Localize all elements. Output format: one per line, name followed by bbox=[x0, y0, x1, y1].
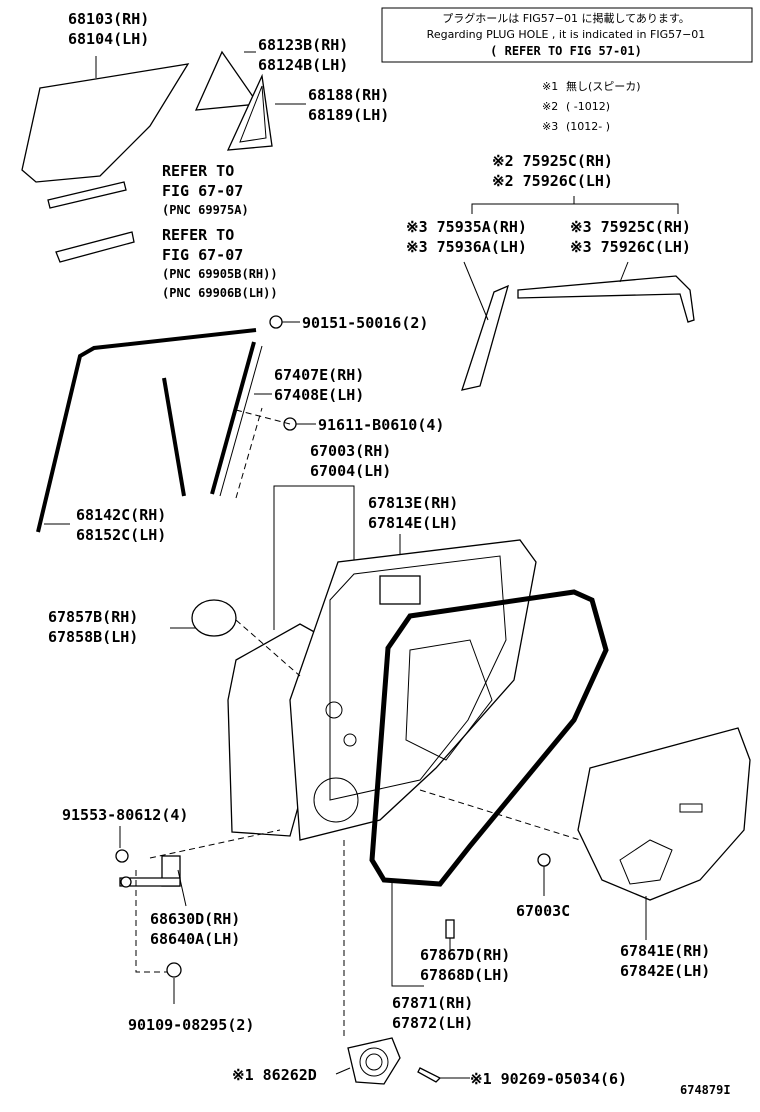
ref1-line3: (PNC 69975A) bbox=[162, 203, 249, 217]
label-67871-lh: 67872(LH) bbox=[392, 1014, 473, 1032]
label-91611: 91611-B0610(4) bbox=[318, 416, 444, 434]
label-67857-lh: 67858B(LH) bbox=[48, 628, 138, 646]
hole-cover bbox=[170, 599, 237, 637]
footnote-1-text: 無し(スピーカ) bbox=[566, 79, 641, 93]
label-91553: 91553-80612(4) bbox=[62, 806, 188, 824]
bolt-icon bbox=[166, 962, 182, 978]
footnote-3-text: (1012- ) bbox=[566, 120, 610, 133]
belt-moulding-inner bbox=[55, 231, 135, 263]
footnote-3-mark: ※3 bbox=[542, 120, 558, 133]
ref2-line3: (PNC 69905B(RH)) bbox=[162, 267, 278, 281]
door-glass-run bbox=[36, 328, 257, 533]
ref2-line2: FIG 67-07 bbox=[162, 246, 243, 264]
plug-hole-notice: プラグホールは FIG57−01 に掲載してあります。 Regarding PL… bbox=[381, 7, 753, 63]
division-bar bbox=[210, 315, 300, 497]
label-67813-rh: 67813E(RH) bbox=[368, 494, 458, 512]
label-75925b-lh: ※3 75926C(LH) bbox=[570, 238, 691, 256]
label-68123-rh: 68123B(RH) bbox=[258, 36, 348, 54]
clip-67003c bbox=[537, 853, 551, 896]
belt-moulding-outer bbox=[47, 181, 127, 209]
cover-sheet bbox=[379, 575, 421, 605]
label-90109: 90109-08295(2) bbox=[128, 1016, 254, 1034]
notice-jp: プラグホールは FIG57−01 に掲載してあります。 bbox=[442, 11, 690, 25]
ref2-line4: (PNC 69906B(LH)) bbox=[162, 286, 278, 300]
label-67407-lh: 67408E(LH) bbox=[274, 386, 364, 404]
label-67813-lh: 67814E(LH) bbox=[368, 514, 458, 532]
label-68630-lh: 68640A(LH) bbox=[150, 930, 240, 948]
label-67867-rh: 67867D(RH) bbox=[420, 946, 510, 964]
notice-en: Regarding PLUG HOLE , it is indicated in… bbox=[427, 28, 706, 41]
label-75925a-rh: ※2 75925C(RH) bbox=[492, 152, 613, 170]
label-67857-rh: 67857B(RH) bbox=[48, 608, 138, 626]
clip-67867 bbox=[445, 919, 455, 952]
label-68123-lh: 68124B(LH) bbox=[258, 56, 348, 74]
label-68188-rh: 68188(RH) bbox=[308, 86, 389, 104]
check-bolt bbox=[166, 962, 182, 1004]
label-68630-rh: 68630D(RH) bbox=[150, 910, 240, 928]
label-67841-lh: 67842E(LH) bbox=[620, 962, 710, 980]
label-75925a-lh: ※2 75926C(LH) bbox=[492, 172, 613, 190]
ref2-line1: REFER TO bbox=[162, 226, 234, 244]
label-67407-rh: 67407E(RH) bbox=[274, 366, 364, 384]
label-67871-rh: 67871(RH) bbox=[392, 994, 473, 1012]
label-86262: ※1 86262D bbox=[232, 1066, 317, 1084]
door-glass bbox=[21, 56, 190, 183]
footnote-2-text: ( -1012) bbox=[566, 100, 610, 113]
door-inner-panel bbox=[289, 539, 537, 841]
door-trim-board bbox=[577, 727, 751, 940]
screw-icon bbox=[417, 1067, 442, 1083]
label-68142-rh: 68142C(RH) bbox=[76, 506, 166, 524]
pillar-garnish bbox=[461, 261, 509, 391]
label-67841-rh: 67841E(RH) bbox=[620, 942, 710, 960]
label-67003c: 67003C bbox=[516, 902, 570, 920]
notice-refer: ( REFER TO FIG 57-01) bbox=[490, 44, 642, 58]
bolt-icon bbox=[115, 849, 129, 863]
label-67867-lh: 67868D(LH) bbox=[420, 966, 510, 984]
footnote-2-mark: ※2 bbox=[542, 100, 558, 113]
footnote-1-mark: ※1 bbox=[542, 80, 558, 93]
label-68188-lh: 68189(LH) bbox=[308, 106, 389, 124]
ref1-line1: REFER TO bbox=[162, 162, 234, 180]
label-68103-rh: 68103(RH) bbox=[68, 10, 149, 28]
label-90151: 90151-50016(2) bbox=[302, 314, 428, 332]
figure-id: 674879I bbox=[680, 1083, 731, 1097]
door-weatherstrip bbox=[369, 589, 609, 887]
speaker bbox=[347, 1037, 401, 1085]
label-75935-lh: ※3 75936A(LH) bbox=[406, 238, 527, 256]
roof-garnish bbox=[517, 261, 695, 323]
label-67003-lh: 67004(LH) bbox=[310, 462, 391, 480]
label-67003-rh: 67003(RH) bbox=[310, 442, 391, 460]
screw-icon bbox=[269, 315, 283, 329]
quarter-weatherstrip bbox=[226, 73, 306, 151]
door-check bbox=[115, 849, 187, 907]
label-90269: ※1 90269-05034(6) bbox=[470, 1070, 627, 1088]
label-75925b-rh: ※3 75925C(RH) bbox=[570, 218, 691, 236]
footnotes: ※1 無し(スピーカ) ※2 ( -1012) ※3 (1012- ) bbox=[542, 79, 641, 133]
label-68142-lh: 68152C(LH) bbox=[76, 526, 166, 544]
ref1-line2: FIG 67-07 bbox=[162, 182, 243, 200]
label-75935-rh: ※3 75935A(RH) bbox=[406, 218, 527, 236]
label-68103-lh: 68104(LH) bbox=[68, 30, 149, 48]
quarter-glass bbox=[194, 50, 260, 111]
